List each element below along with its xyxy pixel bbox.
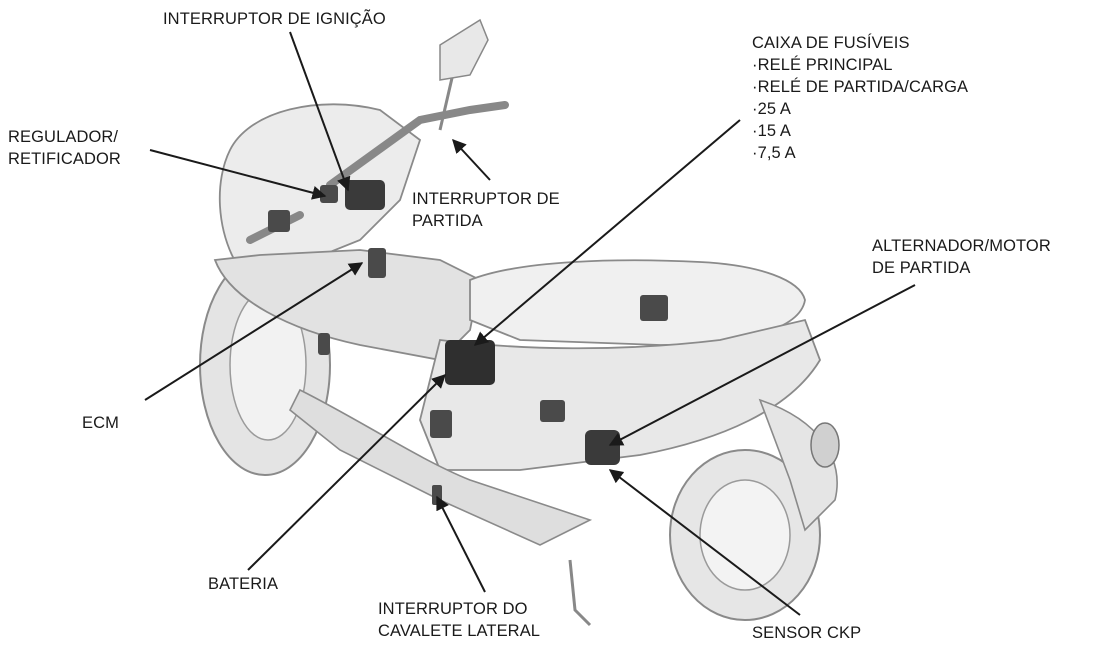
label-side-stand-switch: INTERRUPTOR DO CAVALETE LATERAL: [378, 598, 540, 642]
label-line: PARTIDA: [412, 210, 560, 232]
label-alternator-starter: ALTERNADOR/MOTOR DE PARTIDA: [872, 235, 1051, 279]
label-starter-switch: INTERRUPTOR DE PARTIDA: [412, 188, 560, 232]
label-line: INTERRUPTOR DE: [412, 188, 560, 210]
label-ignition-switch: INTERRUPTOR DE IGNIÇÃO: [163, 8, 386, 30]
label-line: REGULADOR/: [8, 126, 121, 148]
label-line: ·RELÉ PRINCIPAL: [752, 54, 968, 76]
label-line: DE PARTIDA: [872, 257, 1051, 279]
label-line: ECM: [82, 412, 119, 434]
label-battery: BATERIA: [208, 573, 278, 595]
label-line: ·RELÉ DE PARTIDA/CARGA: [752, 76, 968, 98]
label-ecm: ECM: [82, 412, 119, 434]
label-line: SENSOR CKP: [752, 622, 861, 644]
label-line: INTERRUPTOR DE IGNIÇÃO: [163, 8, 386, 30]
label-line: CAVALETE LATERAL: [378, 620, 540, 642]
label-line: BATERIA: [208, 573, 278, 595]
label-ckp-sensor: SENSOR CKP: [752, 622, 861, 644]
label-line: CAIXA DE FUSÍVEIS: [752, 32, 968, 54]
label-line: ·15 A: [752, 120, 968, 142]
label-regulator-rectifier: REGULADOR/ RETIFICADOR: [8, 126, 121, 170]
label-line: ·25 A: [752, 98, 968, 120]
label-line: ·7,5 A: [752, 142, 968, 164]
label-line: INTERRUPTOR DO: [378, 598, 540, 620]
label-line: ALTERNADOR/MOTOR: [872, 235, 1051, 257]
label-fuse-box: CAIXA DE FUSÍVEIS ·RELÉ PRINCIPAL ·RELÉ …: [752, 32, 968, 164]
label-line: RETIFICADOR: [8, 148, 121, 170]
leader-starter-switch: [453, 140, 490, 180]
